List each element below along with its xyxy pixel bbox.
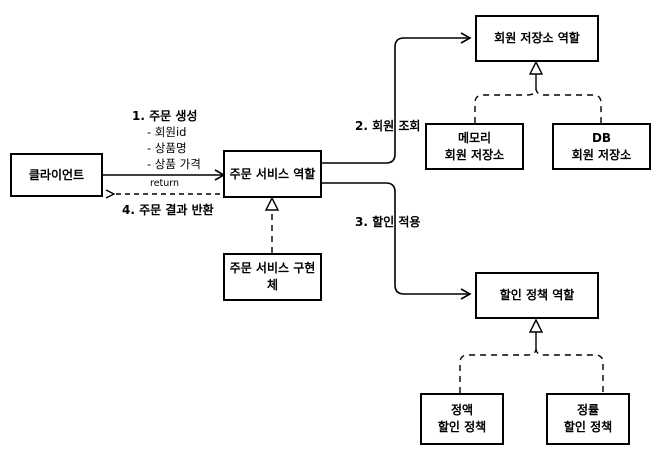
apply-discount-arrow (322, 182, 472, 300)
member-repo-role-node[interactable]: 회원 저장소 역할 (475, 15, 599, 62)
find-member-label: 2. 회원 조회 (355, 119, 421, 133)
rate-discount-node[interactable]: 정률 할인 정책 (546, 393, 630, 445)
rate-discount-line1: 정률 (576, 403, 600, 417)
discount-realization (459, 347, 604, 393)
fix-discount-node[interactable]: 정액 할인 정책 (420, 393, 504, 445)
db-repo-line2: 회원 저장소 (571, 147, 632, 162)
memory-repo-line2: 회원 저장소 (444, 147, 505, 162)
member-repo-realization (474, 87, 602, 123)
apply-discount-label: 3. 할인 적용 (355, 215, 421, 229)
memory-repo-line1: 메모리 (457, 130, 492, 145)
find-member-arrow (322, 32, 472, 164)
discount-triangle (528, 318, 544, 333)
order-service-impl-node[interactable]: 주문 서비스 구현체 (223, 253, 322, 301)
client-label: 클라이언트 (28, 167, 85, 182)
db-repo-node[interactable]: DB 회원 저장소 (552, 123, 651, 170)
memory-repo-node[interactable]: 메모리 회원 저장소 (425, 123, 524, 170)
rate-discount-line2: 할인 정책 (563, 420, 613, 434)
discount-policy-role-label: 할인 정책 역할 (499, 288, 575, 302)
param-member-id: - 회원id (147, 125, 187, 139)
discount-policy-role-node[interactable]: 할인 정책 역할 (475, 272, 599, 319)
param-item-name: - 상품명 (147, 141, 187, 155)
db-repo-line1: DB (591, 130, 612, 145)
fix-discount-line2: 할인 정책 (437, 420, 487, 434)
order-service-impl-label: 주문 서비스 구현체 (229, 261, 316, 292)
order-service-role-node[interactable]: 주문 서비스 역할 (223, 150, 322, 198)
fix-discount-line1: 정액 (450, 403, 474, 417)
return-result-label: 4. 주문 결과 반환 (122, 203, 214, 217)
order-impl-triangle (264, 196, 280, 211)
member-repo-triangle (528, 60, 544, 75)
client-node[interactable]: 클라이언트 (10, 153, 103, 197)
member-repo-role-label: 회원 저장소 역할 (494, 31, 580, 45)
create-order-label: 1. 주문 생성 (132, 109, 198, 123)
param-item-price: - 상품 가격 (147, 157, 201, 171)
create-order-params: - 회원id - 상품명 - 상품 가격 (147, 124, 201, 172)
order-service-role-label: 주문 서비스 역할 (229, 166, 316, 181)
return-label: return (150, 178, 180, 189)
